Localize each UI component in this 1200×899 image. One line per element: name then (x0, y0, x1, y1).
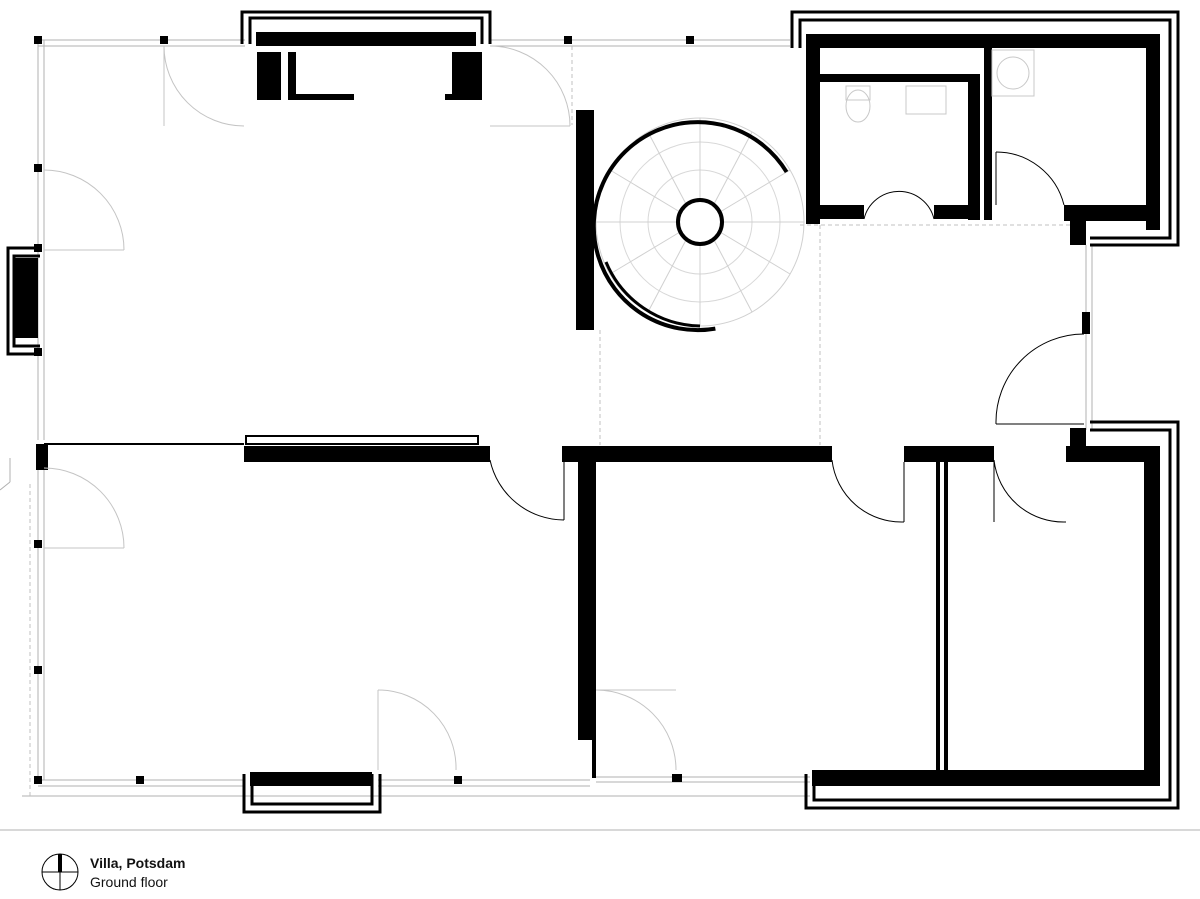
door-swings (489, 151, 1085, 523)
washbasin-fixture (991, 49, 1035, 97)
dashed-lines (29, 46, 1080, 796)
toilet-fixture (845, 85, 947, 123)
spiral-staircase (591, 117, 805, 333)
walls (14, 32, 1160, 786)
drawing-title: Villa, Potsdam (90, 855, 186, 871)
drawing-caption: Villa, Potsdam Ground floor (40, 852, 440, 896)
north-arrow-icon (41, 853, 79, 891)
drawing-subtitle: Ground floor (90, 874, 168, 890)
facade-outline (0, 39, 1200, 831)
window-frames (6, 10, 1180, 814)
door-swings-light (43, 45, 677, 771)
